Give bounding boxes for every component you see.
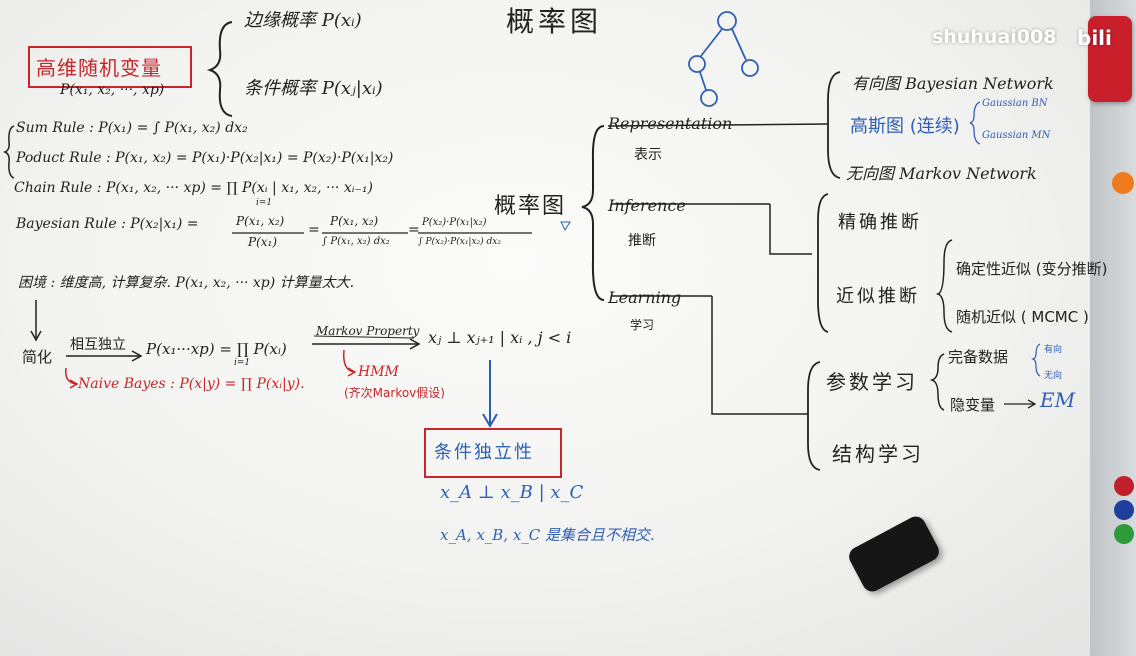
hidden-variable: 隐变量 — [950, 396, 996, 414]
sets-note: x_A, x_B, x_C 是集合且不相交. — [440, 526, 655, 544]
bayes-frac3-den: ∫ P(x₂)·P(x₁|x₂) dx₂ — [418, 237, 501, 247]
main-brace — [581, 125, 605, 301]
watermark: shuhuai008 — [932, 26, 1057, 48]
representation-cn: 表示 — [634, 147, 662, 163]
gaussian-graph: 高斯图 (连续) — [850, 116, 960, 137]
naive-bayes-arrow — [64, 367, 77, 385]
hmm-note: (齐次Markov假设) — [344, 386, 445, 400]
complete-data-undirected: 无向 — [1044, 371, 1063, 381]
exact-inference: 精确推断 — [838, 212, 922, 233]
approx-brace — [935, 239, 953, 333]
markov-formula: xⱼ ⊥ xⱼ₊₁ | xᵢ , j < i — [428, 328, 572, 347]
bayes-eq1: = — [308, 222, 320, 238]
naive-bayes: Naive Bayes : P(x|y) = ∏ P(xᵢ|y). — [78, 376, 305, 392]
wall-background — [1090, 0, 1136, 656]
complete-data-directed: 有向 — [1044, 345, 1063, 355]
bayes-frac3-num: P(x₂)·P(x₁|x₂) — [422, 217, 487, 228]
independence-index: i=1 — [234, 358, 251, 368]
bayes-frac1-num: P(x₁, x₂) — [236, 214, 285, 228]
structure-learning: 结构学习 — [832, 442, 924, 466]
left-brace — [206, 21, 233, 117]
sum-rule: Sum Rule : P(x₁) = ∫ P(x₁, x₂) dx₂ — [16, 120, 248, 136]
cond-indep-formula: x_A ⊥ x_B | x_C — [440, 482, 584, 503]
orange-magnet — [1112, 172, 1134, 194]
independent-label: 相互独立 — [70, 337, 126, 353]
representation-label: Representation — [608, 114, 733, 133]
em-algorithm: EM — [1040, 388, 1076, 412]
gaussian-bn: Gaussian BN — [982, 98, 1048, 109]
hmm-label: HMM — [358, 364, 399, 380]
learning-label: Learning — [608, 288, 682, 307]
high-dim-title: 高维随机变量 — [36, 56, 162, 80]
markov-property-label: Markov Property — [316, 324, 420, 338]
stochastic-approx: 随机近似 ( MCMC ) — [956, 308, 1089, 326]
marginal-prob: 边缘概率 P(xᵢ) — [244, 10, 362, 31]
learning-cn: 学习 — [630, 318, 655, 332]
representation-brace — [827, 71, 841, 179]
bayes-eq2: = — [408, 222, 420, 238]
red-magnet — [1114, 476, 1134, 496]
green-magnet — [1114, 524, 1134, 544]
inference-cn: 推断 — [628, 233, 656, 249]
cond-indep-title: 条件独立性 — [434, 442, 534, 463]
dilemma: 困境 : 维度高, 计算复杂. P(x₁, x₂, ··· xp) 计算量太大. — [18, 275, 355, 291]
cond-indep-box — [424, 428, 562, 478]
bayes-frac2-num: P(x₁, x₂) — [330, 214, 379, 228]
gaussian-mn: Gaussian MN — [982, 130, 1051, 141]
directed-graph: 有向图 Bayesian Network — [852, 74, 1054, 93]
approx-inference: 近似推断 — [836, 286, 920, 307]
rules-brace — [2, 125, 15, 179]
blue-magnet — [1114, 500, 1134, 520]
hmm-arrow — [342, 349, 355, 373]
conditional-prob: 条件概率 P(xⱼ|xᵢ) — [244, 78, 383, 99]
chain-rule-index: i=1 — [256, 198, 273, 208]
simplify-label: 简化 — [22, 348, 53, 366]
bayes-frac2-den: ∫ P(x₁, x₂) dx₂ — [322, 236, 390, 247]
bayes-rule-lhs: Bayesian Rule : P(x₂|x₁) = — [16, 216, 199, 232]
product-rule: Poduct Rule : P(x₁, x₂) = P(x₁)·P(x₂|x₁)… — [16, 150, 394, 166]
bayes-frac1-den: P(x₁) — [248, 235, 278, 249]
independence-formula: P(x₁···xp) = ∏ P(xᵢ) — [146, 340, 287, 358]
red-tape-holder — [1088, 16, 1132, 102]
param-brace — [929, 353, 945, 411]
board-title: 概率图 — [506, 5, 603, 38]
inference-label: Inference — [608, 196, 686, 215]
inference-brace — [817, 193, 829, 333]
deterministic-approx: 确定性近似 (变分推断) — [956, 260, 1108, 278]
graph-icon — [688, 11, 759, 107]
param-learning: 参数学习 — [826, 370, 918, 394]
learning-brace — [807, 361, 821, 471]
mindmap-center: 概率图 — [494, 194, 567, 219]
representation-line — [607, 123, 829, 127]
undirected-graph: 无向图 Markov Network — [846, 164, 1037, 183]
high-dim-box — [28, 46, 192, 88]
complete-data: 完备数据 — [948, 348, 1009, 366]
high-dim-subtitle: P(x₁, x₂, ···, xp) — [60, 82, 165, 98]
bilibili-logo-icon: bili — [1077, 26, 1112, 50]
chain-rule: Chain Rule : P(x₁, x₂, ··· xp) = ∏ P(xᵢ … — [14, 180, 374, 196]
